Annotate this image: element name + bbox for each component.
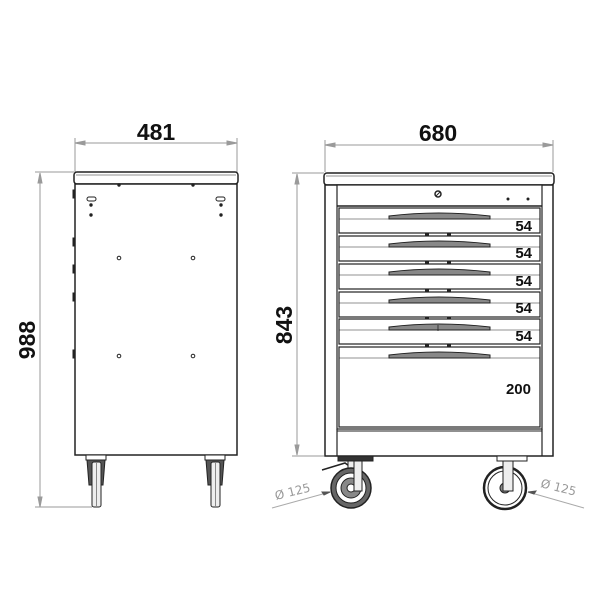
drawer-1[interactable] [338,207,541,234]
side-view: 481 988 [14,119,239,508]
front-height-dimension [292,172,324,457]
caster-right-diameter-label: Ø 125 [539,476,577,498]
front-caster-right [482,455,528,511]
drawer-5[interactable] [338,318,541,345]
front-view: 680 843 [271,120,585,511]
drawer-6[interactable] [338,346,541,428]
side-width-label: 481 [137,119,176,145]
drawer-3[interactable] [338,263,541,290]
side-caster-right [204,454,226,508]
drawer-5-height-label: 54 [515,328,532,345]
side-caster-left [85,454,107,508]
drawer-1-height-label: 54 [515,218,532,235]
drawer-2-height-label: 54 [515,245,532,262]
side-body [72,171,239,456]
drawer-4[interactable] [338,291,541,318]
side-height-dimension [35,171,92,508]
side-height-label: 988 [14,321,40,360]
drawer-4-height-label: 54 [515,300,532,317]
drawer-2[interactable] [338,235,541,262]
drawer-6-height-label: 200 [506,381,531,398]
front-height-label: 843 [271,306,297,344]
drawer-clips [425,233,451,347]
front-caster-left [321,455,374,509]
caster-right-diameter-callout [527,490,585,509]
front-width-dimension [324,140,554,172]
caster-left-diameter-label: Ø 125 [273,481,311,503]
front-width-label: 680 [419,120,457,146]
side-width-dimension [74,138,238,172]
drawer-3-height-label: 54 [515,273,532,290]
caster-left-diameter-callout [271,491,331,509]
